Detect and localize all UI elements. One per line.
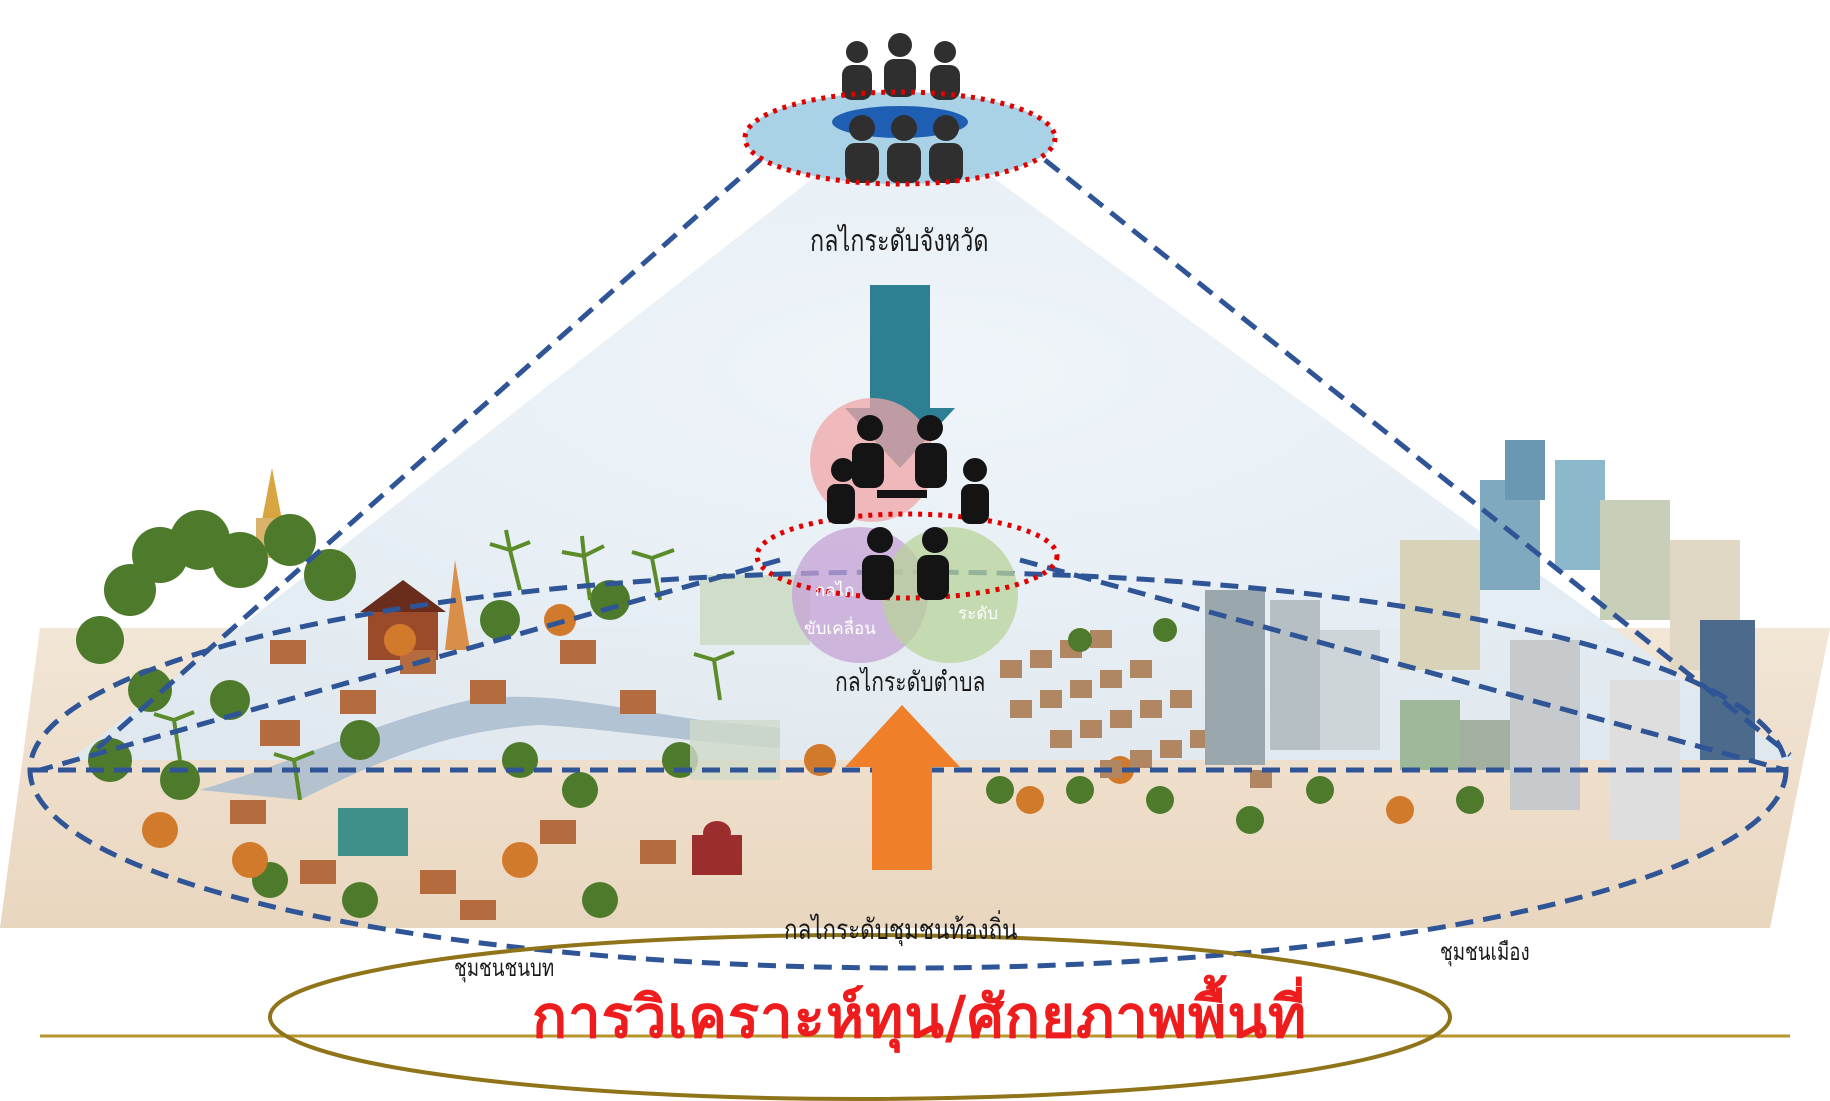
city-trees <box>986 618 1484 834</box>
golden-stupa <box>262 468 282 520</box>
diagram-title: การวิเคราะห์ทุน/ศักยภาพพื้นที่ <box>532 983 1308 1051</box>
local-community-label: กลไกระดับชุมชนท้องถิ่น <box>784 913 1018 946</box>
up-arrow <box>845 705 960 870</box>
housing-estate <box>1000 630 1272 788</box>
province-meeting <box>742 33 1058 187</box>
province-level-label: กลไกระดับจังหวัด <box>810 224 989 259</box>
level-short-label: ระดับ <box>958 604 999 624</box>
school-building <box>338 808 408 856</box>
urban-community-label: ชุมชนเมือง <box>1440 938 1530 966</box>
rural-community-label: ชุมชนชนบท <box>454 954 555 982</box>
mechanism-short-label: กลไก <box>815 581 855 601</box>
subdistrict-level-label: กลไกระดับตำบล <box>835 667 986 698</box>
title-ring <box>268 933 1452 1101</box>
city-skyline <box>1205 440 1755 840</box>
river <box>200 696 780 800</box>
subdistrict-meeting <box>754 398 1060 663</box>
drive-label: ขับเคลื่อน <box>804 619 876 639</box>
community-ring <box>27 569 1789 971</box>
province-red-ring <box>742 89 1058 187</box>
